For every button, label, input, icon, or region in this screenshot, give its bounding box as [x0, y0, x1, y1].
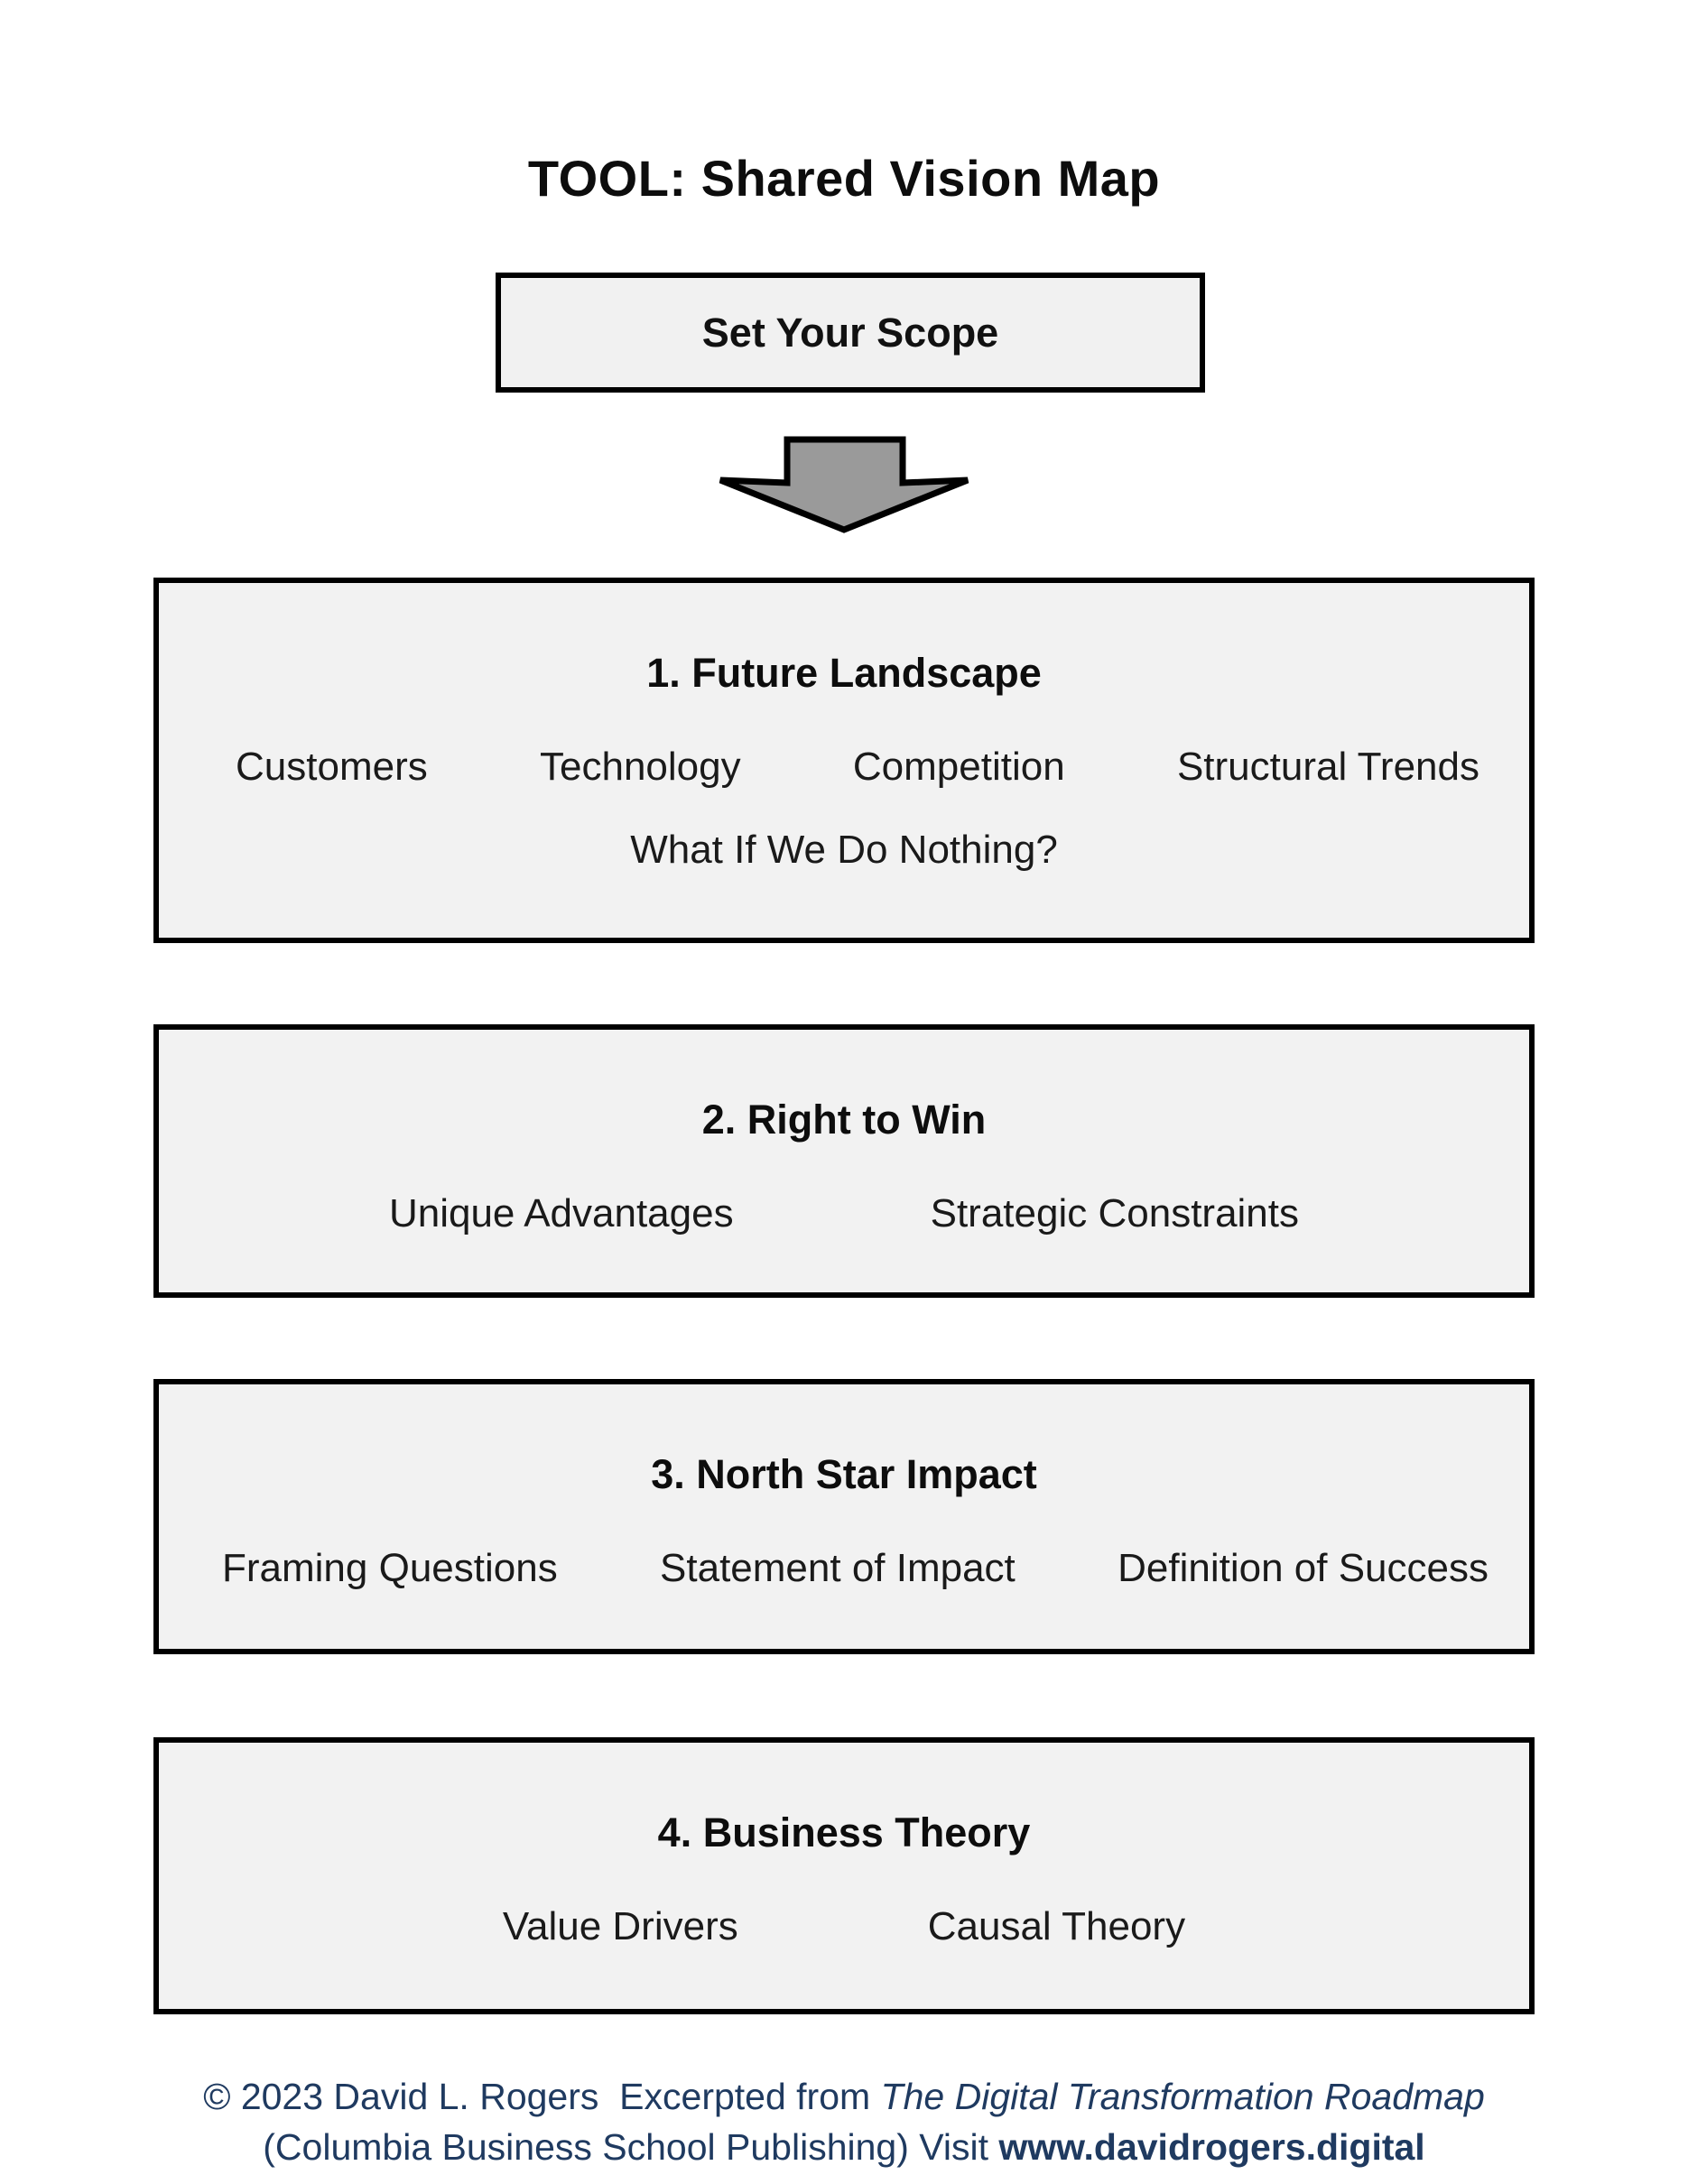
item-customers: Customers [236, 745, 428, 789]
item-strategic-constraints: Strategic Constraints [930, 1191, 1300, 1235]
items-row: What If We Do Nothing? [159, 830, 1529, 870]
section-title-future-landscape: 1. Future Landscape [646, 650, 1042, 696]
set-your-scope-label: Set Your Scope [701, 310, 999, 356]
items-row: Customers Technology Competition Structu… [159, 747, 1529, 787]
item-structural-trends: Structural Trends [1176, 745, 1479, 789]
footer: © 2023 David L. Rogers Excerpted from Th… [0, 2071, 1688, 2172]
item-competition: Competition [852, 745, 1065, 789]
item-value-drivers: Value Drivers [502, 1904, 738, 1948]
copyright-line: © 2023 David L. Rogers Excerpted from Th… [0, 2071, 1688, 2122]
section-right-to-win: 2. Right to Win Unique Advantages Strate… [153, 1024, 1535, 1298]
item-what-if-we-do-nothing: What If We Do Nothing? [630, 828, 1058, 872]
copyright-text: © 2023 David L. Rogers Excerpted from [203, 2076, 881, 2117]
section-business-theory: 4. Business Theory Value Drivers Causal … [153, 1737, 1535, 2014]
item-statement-of-impact: Statement of Impact [660, 1546, 1016, 1590]
section-future-landscape: 1. Future Landscape Customers Technology… [153, 578, 1535, 943]
section-title-business-theory: 4. Business Theory [657, 1809, 1031, 1855]
item-unique-advantages: Unique Advantages [388, 1191, 734, 1235]
publisher-line: (Columbia Business School Publishing) Vi… [0, 2122, 1688, 2172]
set-your-scope-box: Set Your Scope [496, 273, 1205, 393]
section-north-star-impact: 3. North Star Impact Framing Questions S… [153, 1379, 1535, 1654]
item-definition-of-success: Definition of Success [1118, 1546, 1489, 1590]
item-framing-questions: Framing Questions [222, 1546, 558, 1590]
items-row: Unique Advantages Strategic Constraints [159, 1194, 1529, 1234]
item-technology: Technology [540, 745, 741, 789]
section-title-right-to-win: 2. Right to Win [701, 1097, 987, 1143]
item-causal-theory: Causal Theory [927, 1904, 1186, 1948]
section-title-north-star-impact: 3. North Star Impact [651, 1451, 1037, 1497]
page-title: TOOL: Shared Vision Map [527, 150, 1161, 207]
website-url: www.davidrogers.digital [998, 2126, 1425, 2168]
items-row: Framing Questions Statement of Impact De… [159, 1549, 1529, 1588]
down-arrow-icon [719, 436, 969, 533]
publisher-text: (Columbia Business School Publishing) Vi… [263, 2126, 999, 2168]
items-row: Value Drivers Causal Theory [159, 1907, 1529, 1947]
book-title: The Digital Transformation Roadmap [880, 2076, 1485, 2117]
